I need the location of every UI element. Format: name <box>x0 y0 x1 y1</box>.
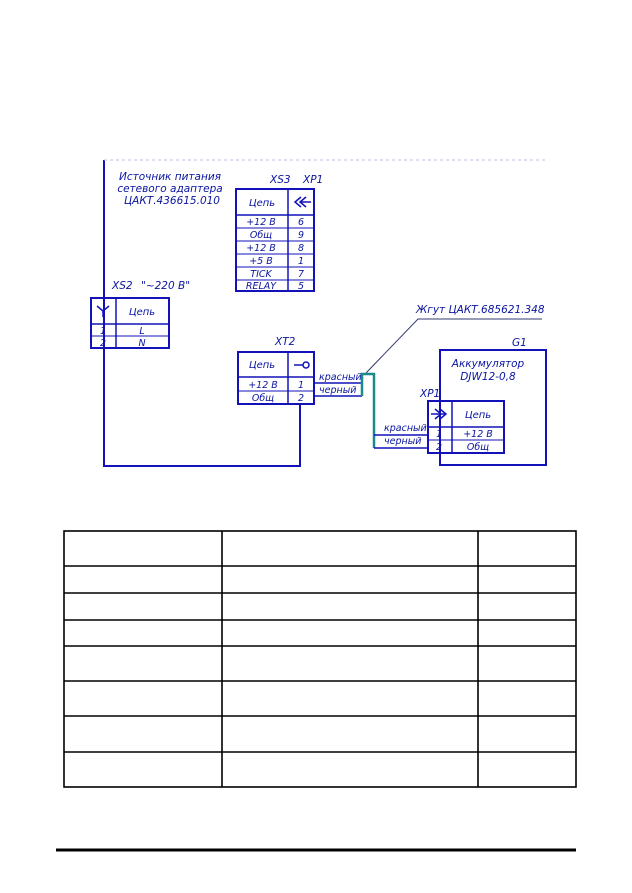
xs2-row-2-num: 2 <box>100 338 106 349</box>
xs3-row-1-signal: +12 В <box>246 217 276 228</box>
spec-table <box>63 530 577 788</box>
xs2-connector: XS2 "~220 В" Цепь 1 L 2 N <box>90 280 190 349</box>
harness-label: Жгут ЦАКТ.685621.348 <box>415 304 545 316</box>
bat-wire-color-black: черный <box>384 436 421 447</box>
xs2-header: Цепь <box>129 307 155 318</box>
xs3-row-4-signal: +5 В <box>249 256 273 267</box>
xs3-row-1-pin: 6 <box>298 217 304 228</box>
battery-label: G1 <box>512 337 527 349</box>
xs3-row-2-pin: 9 <box>298 230 304 241</box>
xt2-row-1-pin: 1 <box>298 380 304 391</box>
plug-double-chevron-icon <box>293 196 311 208</box>
battery-title-2: DJW12-0,8 <box>460 371 516 383</box>
xs3-row-6-signal: RELAY <box>246 281 277 292</box>
xs2-row-1-num: 1 <box>100 326 106 337</box>
xs2-row-1-signal: L <box>139 326 144 337</box>
xs3-row-5-pin: 7 <box>298 269 304 280</box>
battery-connector-label: XP1 <box>419 388 440 400</box>
xt2-row-2-pin: 2 <box>298 393 304 404</box>
xt2-connector: XT2 Цепь +12 В 1 Общ 2 <box>237 336 315 405</box>
socket-fork-icon <box>96 305 110 317</box>
xs3-mate-label: XP1 <box>302 174 323 186</box>
battery-row-1-num: 1 <box>436 429 442 440</box>
harness: Жгут ЦАКТ.685621.348 красный черный крас… <box>314 304 545 449</box>
xt2-row-1-signal: +12 В <box>248 380 278 391</box>
xt2-wire-color-red: красный <box>319 372 362 383</box>
xs3-row-6-pin: 5 <box>298 281 304 292</box>
battery-block: G1 Аккумулятор DJW12-0,8 XP1 Цепь 1 +12 … <box>419 337 547 466</box>
xt2-row-2-signal: Общ <box>252 393 274 404</box>
xs3-row-3-pin: 8 <box>298 243 304 254</box>
xs3-label: XS3 <box>269 174 291 186</box>
xs2-row-2-signal: N <box>138 338 145 349</box>
power-source-title-2: сетевого адаптера <box>117 183 222 195</box>
xt2-wire-color-black: черный <box>319 385 356 396</box>
plug-double-chevron-icon <box>431 408 448 420</box>
xs3-row-3-signal: +12 В <box>246 243 276 254</box>
bat-wire-color-red: красный <box>384 423 427 434</box>
harness-bundle <box>360 372 376 448</box>
battery-row-1-signal: +12 В <box>463 429 493 440</box>
xs3-connector: XS3 XP1 Цепь +12 В 6 Общ 9 +12 В 8 +5 В … <box>235 174 323 292</box>
xs2-label: XS2 <box>111 280 133 292</box>
power-source-block: Источник питания сетевого адаптера ЦАКТ.… <box>103 160 301 467</box>
xs3-row-4-pin: 1 <box>298 256 304 267</box>
xt2-header: Цепь <box>249 360 275 371</box>
xs3-header: Цепь <box>249 198 275 209</box>
harness-leader-line <box>365 318 542 374</box>
xt2-label: XT2 <box>274 336 296 348</box>
xs3-row-5-signal: TICK <box>250 269 272 280</box>
xs3-row-2-signal: Общ <box>250 230 272 241</box>
power-source-title-1: Источник питания <box>119 171 221 183</box>
battery-row-2-num: 2 <box>436 442 442 453</box>
terminal-pin-icon <box>294 361 310 369</box>
battery-title-1: Аккумулятор <box>451 358 525 370</box>
battery-header: Цепь <box>465 410 491 421</box>
power-source-title-3: ЦАКТ.436615.010 <box>124 195 220 207</box>
battery-row-2-signal: Общ <box>467 442 489 453</box>
xs2-note: "~220 В" <box>141 280 190 292</box>
